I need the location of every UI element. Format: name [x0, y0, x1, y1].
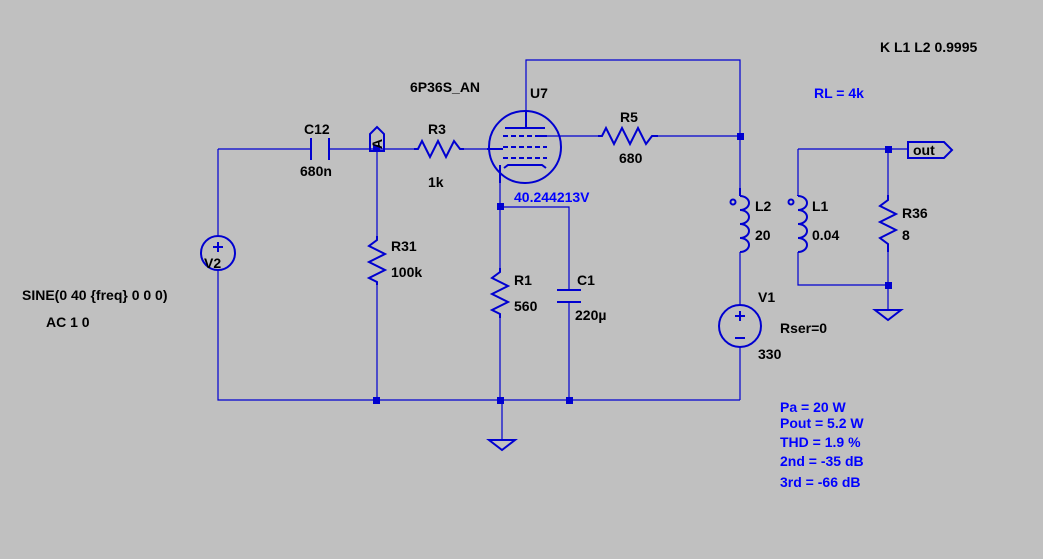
v1-value: 330: [758, 346, 782, 362]
c1-value: 220µ: [575, 307, 606, 323]
r5-value: 680: [619, 150, 643, 166]
junction-node: [885, 146, 892, 153]
inductor-l2-symbol[interactable]: [729, 188, 750, 253]
c12-name: C12: [304, 121, 330, 137]
r1-value: 560: [514, 298, 538, 314]
r31-name: R31: [391, 238, 417, 254]
v2-ac: AC 1 0: [46, 314, 90, 330]
v1-name: V1: [758, 289, 775, 305]
l1-value: 0.04: [812, 227, 839, 243]
pentode-u7-symbol[interactable]: [487, 110, 562, 184]
voltage-source-v1-symbol[interactable]: [718, 304, 762, 348]
node-voltage-readout: 40.244213V: [514, 189, 590, 205]
junction-nodes: [373, 133, 892, 404]
capacitor-c12-symbol[interactable]: [310, 138, 330, 160]
component-labels: C12 680n R3 1k 6P36S_AN U7 R5 680 L2 20 …: [22, 39, 977, 362]
junction-node: [497, 397, 504, 404]
r5-name: R5: [620, 109, 638, 125]
capacitor-c1-symbol[interactable]: [557, 289, 581, 303]
resistor-r3-symbol[interactable]: [414, 138, 464, 160]
r36-value: 8: [902, 227, 910, 243]
l2-name: L2: [755, 198, 772, 214]
l2-value: 20: [755, 227, 771, 243]
junction-node: [885, 282, 892, 289]
junction-node: [497, 203, 504, 210]
resistor-r5-symbol[interactable]: [598, 125, 658, 147]
junction-node: [737, 133, 744, 140]
v2-name: V2: [204, 255, 221, 271]
junction-node: [373, 145, 380, 152]
v1-extra: Rser=0: [780, 320, 827, 336]
resistor-r36-symbol[interactable]: [877, 195, 899, 252]
r36-name: R36: [902, 205, 928, 221]
r3-name: R3: [428, 121, 446, 137]
junction-node: [566, 397, 573, 404]
result-3rd-harmonic: 3rd = -66 dB: [780, 474, 861, 490]
r3-value: 1k: [428, 174, 444, 190]
v2-source: SINE(0 40 {freq} 0 0 0): [22, 287, 168, 303]
coupling-directive: K L1 L2 0.9995: [880, 39, 977, 55]
result-thd: THD = 1.9 %: [780, 434, 861, 450]
resistor-r1-symbol[interactable]: [489, 268, 511, 318]
net-label-out-flag: [907, 141, 954, 159]
u7-model: 6P36S_AN: [410, 79, 480, 95]
inductor-l1-symbol[interactable]: [787, 195, 808, 253]
c1-name: C1: [577, 272, 595, 288]
result-2nd-harmonic: 2nd = -35 dB: [780, 453, 864, 469]
l1-name: L1: [812, 198, 829, 214]
result-pa: Pa = 20 W: [780, 399, 847, 415]
u7-name: U7: [530, 85, 548, 101]
wires: [217, 59, 908, 440]
resistor-r31-symbol[interactable]: [366, 236, 388, 285]
load-directive: RL = 4k: [814, 85, 864, 101]
annotations: 40.244213V RL = 4k Pa = 20 W Pout = 5.2 …: [514, 85, 864, 490]
r31-value: 100k: [391, 264, 422, 280]
net-label-a: A: [369, 139, 385, 149]
voltage-source-v2-symbol[interactable]: [200, 235, 236, 271]
c12-value: 680n: [300, 163, 332, 179]
net-label-a-flag: [369, 125, 385, 152]
r1-name: R1: [514, 272, 532, 288]
junction-node: [373, 397, 380, 404]
net-label-out: out: [913, 142, 935, 158]
ground-symbol: [486, 439, 518, 452]
result-pout: Pout = 5.2 W: [780, 415, 864, 431]
ground-symbol: [872, 309, 904, 322]
